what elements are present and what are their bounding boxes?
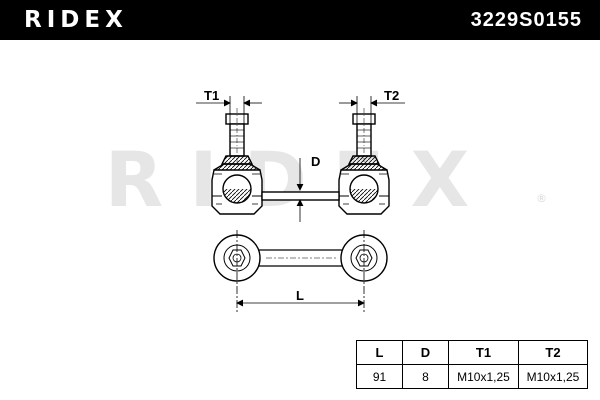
t1-dimension (196, 96, 262, 124)
left-stud (220, 108, 254, 165)
brand-logo: RIDEX (24, 7, 128, 33)
l-dimension (236, 230, 365, 312)
header-t1: T1 (448, 340, 519, 365)
header-bar: RIDEX 3229S0155 (0, 0, 600, 40)
header-d: D (402, 340, 449, 365)
side-bar (261, 191, 340, 201)
spec-table: L D T1 T2 91 8 M10x1,25 M10x1,25 (356, 340, 588, 389)
spec-header-row: L D T1 T2 (356, 340, 588, 365)
label-d: D (311, 154, 320, 169)
value-t2: M10x1,25 (518, 364, 588, 389)
left-joint-housing (211, 163, 263, 215)
right-stud (347, 108, 381, 165)
top-view (213, 234, 388, 282)
header-l: L (356, 340, 403, 365)
spec-value-row: 91 8 M10x1,25 M10x1,25 (356, 364, 588, 389)
label-t1: T1 (204, 88, 219, 103)
value-d: 8 (402, 364, 449, 389)
d-dimension (296, 158, 304, 222)
value-l: 91 (356, 364, 403, 389)
label-t2: T2 (384, 88, 399, 103)
watermark-registered: ® (536, 192, 547, 205)
part-number: 3229S0155 (470, 9, 582, 31)
header-t2: T2 (518, 340, 588, 365)
watermark: RIDEX (104, 145, 496, 215)
label-l: L (296, 288, 304, 303)
right-joint-housing (338, 163, 390, 215)
value-t1: M10x1,25 (448, 364, 519, 389)
t2-dimension (339, 96, 405, 124)
